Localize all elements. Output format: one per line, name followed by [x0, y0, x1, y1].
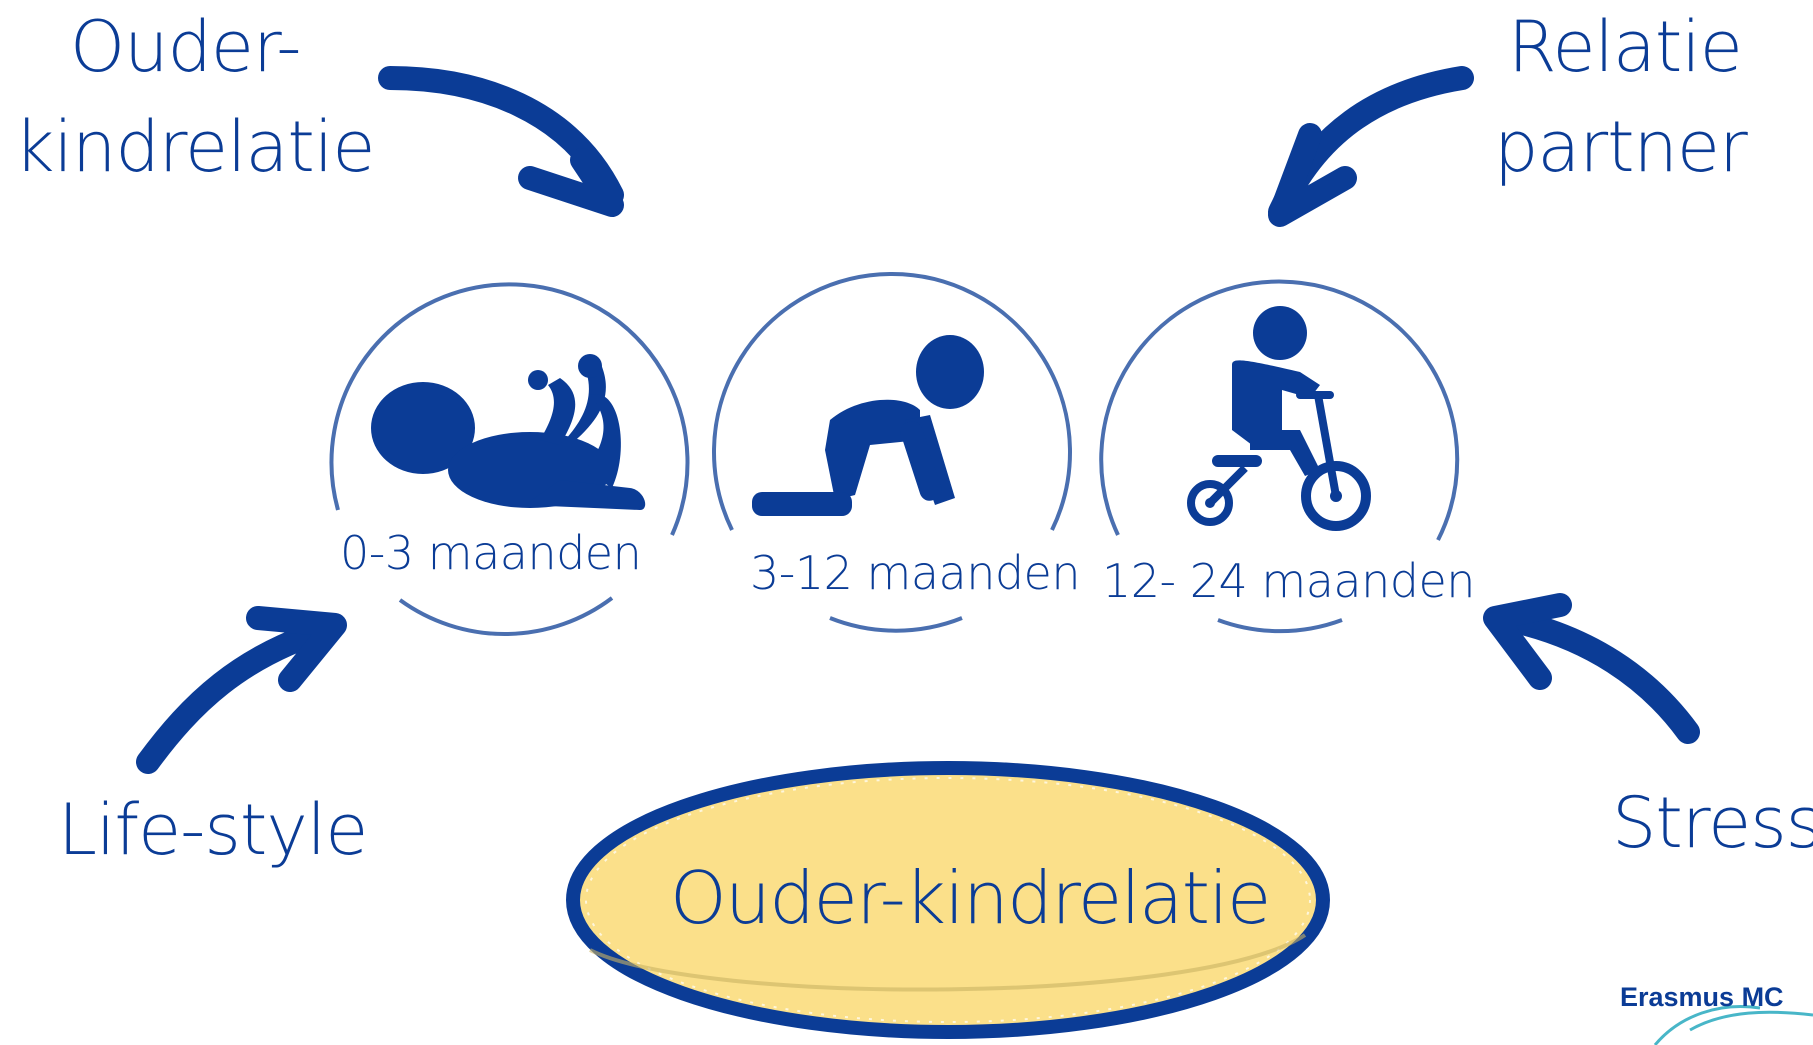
- influence-top-left-line2: kindrelatie: [14, 106, 375, 188]
- influence-bottom-left: Life-style: [58, 789, 368, 871]
- arrow-top-right: [1268, 66, 1474, 227]
- arrow-top-left: [378, 66, 624, 217]
- influence-bottom-right: Stress: [1612, 782, 1813, 864]
- influence-top-left-line1: Ouder-: [70, 6, 302, 88]
- arrow-bottom-right: [1483, 593, 1700, 744]
- center-ellipse: [566, 761, 1330, 1039]
- center-label: Ouder-kindrelatie: [670, 856, 1271, 940]
- stage-label-3: 12- 24 maanden: [1102, 554, 1475, 608]
- influence-top-right-line1: Relatie: [1508, 6, 1743, 88]
- arrow-bottom-left: [136, 606, 347, 774]
- toddler-balance-bike-icon: [1187, 306, 1371, 531]
- baby-lying-icon: [371, 354, 646, 510]
- erasmus-mc-logo-swash: [1653, 1005, 1813, 1045]
- erasmus-mc-logo: Erasmus MC: [1620, 982, 1784, 1012]
- stage-circle-2: [712, 272, 1072, 633]
- crawling-baby-icon: [752, 335, 984, 516]
- stage-circle-3: [1099, 279, 1460, 634]
- stage-label-1: 0-3 maanden: [340, 526, 642, 580]
- influence-top-right-line2: partner: [1494, 106, 1748, 188]
- stage-circle-1: [329, 282, 690, 636]
- stage-label-2: 3-12 maanden: [750, 546, 1081, 600]
